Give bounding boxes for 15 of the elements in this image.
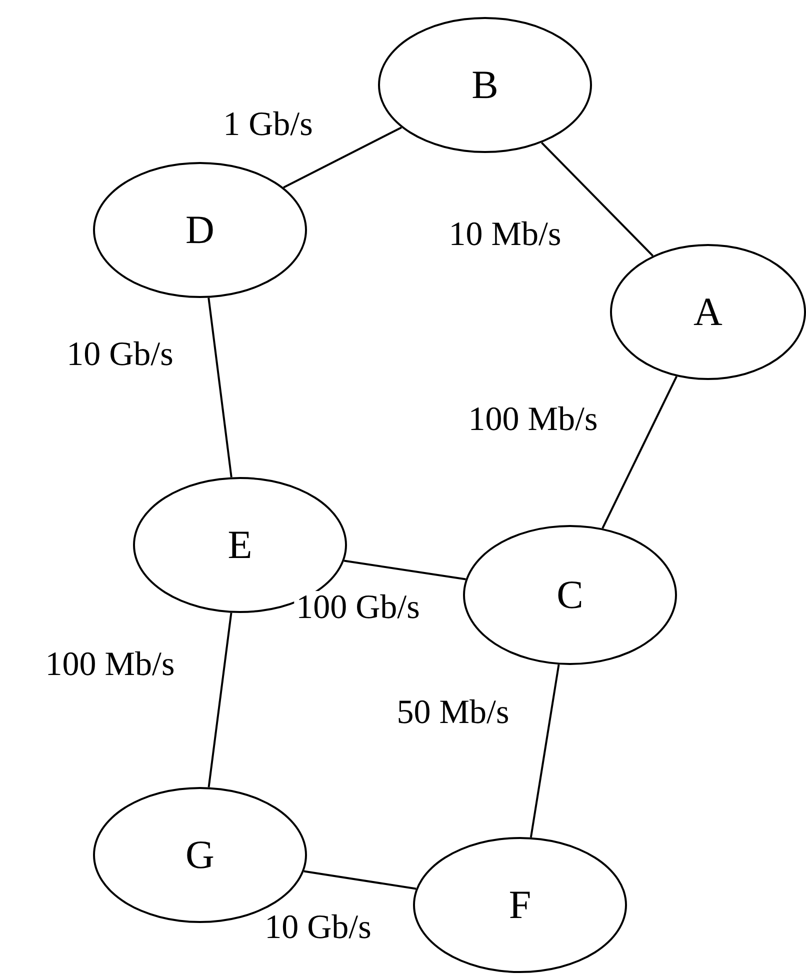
node-label: D — [186, 210, 214, 250]
connector-line — [304, 870, 416, 890]
node-label: F — [508, 885, 532, 925]
connector-line — [540, 142, 654, 257]
connector-line — [283, 126, 402, 188]
connector-line — [344, 560, 466, 580]
node-label: G — [186, 835, 214, 875]
node-label: E — [228, 525, 252, 565]
node-label: B — [472, 65, 498, 105]
connector-line — [208, 298, 232, 478]
connector-line — [602, 376, 678, 529]
node-label: A — [694, 292, 722, 332]
node-label: C — [556, 575, 584, 615]
connector-line — [530, 664, 560, 838]
connector-line — [208, 612, 232, 788]
